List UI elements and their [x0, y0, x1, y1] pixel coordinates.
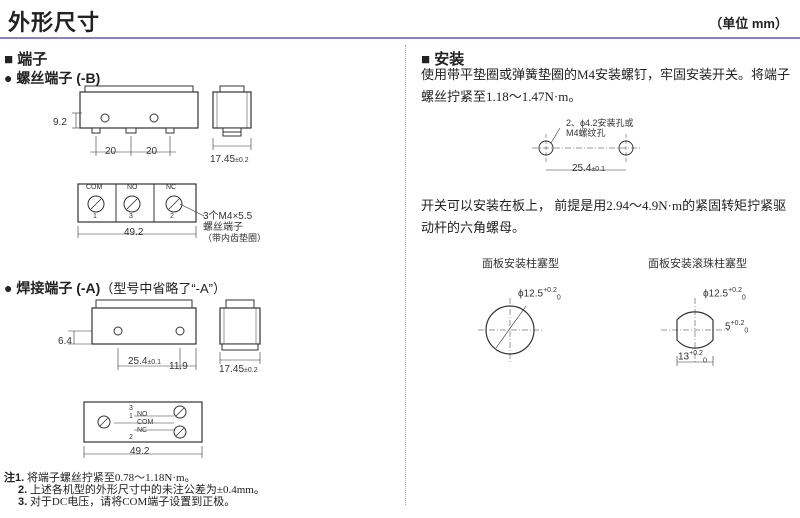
solder-width-dim: 49.2 — [130, 446, 150, 457]
solder-term-com: COM — [137, 419, 154, 426]
terminal-section-title: ■ 端子 — [4, 51, 48, 68]
panel1-title: 面板安装柱塞型 — [482, 258, 559, 270]
terminal-3-label: 3 — [129, 213, 133, 220]
terminal-1-label: 1 — [93, 213, 97, 220]
note-3: 3. 对于DC电压，请将COM端子设置到正极。 — [18, 496, 236, 508]
solder-pitch-dim: 25.4±0.1 — [128, 356, 162, 367]
screw-pitch1-dim: 20 — [105, 146, 117, 157]
hole-pitch-dim: 25.4±0.1 — [572, 163, 606, 174]
panel1-cutout-drawing — [478, 298, 542, 362]
install-section-title: ■ 安装 — [421, 51, 465, 68]
install-text: 使用带平垫圈或弹簧垫圈的M4安装螺钉，牢固安装开关。将端子 螺丝拧紧至1.18～… — [421, 67, 791, 104]
title-rule — [0, 37, 800, 39]
solder-front-drawing — [68, 299, 197, 370]
solder-height-dim: 6.4 — [58, 336, 72, 347]
screw-top-drawing — [77, 183, 197, 238]
solder-side-drawing — [219, 299, 261, 364]
screw-note-leader — [180, 203, 205, 217]
panel1-dia: ϕ12.5+0.20 — [518, 287, 561, 302]
hole-label: 2、ϕ4.2安装孔或 M4螺纹孔 — [566, 118, 634, 138]
solder-term-3: 3 — [129, 405, 133, 412]
panel2-flat: 5+0.20 — [725, 320, 749, 335]
solder-top-drawing — [83, 401, 203, 458]
screw-depth-dim: 17.45±0.2 — [210, 154, 249, 165]
screw-front-drawing — [72, 85, 199, 156]
terminal-2-label: 2 — [170, 213, 174, 220]
note-2: 2. 上述各机型的外形尺寸中的未注公差为±0.4mm。 — [18, 484, 265, 496]
screw-note: 3个M4×5.5 螺丝端子 （带内齿垫圈） — [203, 211, 267, 243]
terminal-no-label: NO — [127, 184, 138, 191]
notes-block: 注1. 将端子螺丝拧紧至0.78～1.18N·m。 2. 上述各机型的外形尺寸中… — [4, 472, 384, 508]
solder-terminal-title: ● 焊接端子 (-A)（型号中省略了“-A”） — [4, 280, 227, 296]
page-title: 外形尺寸 — [8, 10, 101, 35]
screw-pitch2-dim: 20 — [146, 146, 158, 157]
screw-side-drawing — [212, 85, 252, 150]
terminal-com-label: COM — [86, 184, 103, 191]
solder-depth-dim: 17.45±0.2 — [219, 364, 258, 375]
terminal-nc-label: NC — [166, 184, 177, 191]
column-divider — [405, 45, 407, 505]
solder-term-1: 1 — [129, 413, 133, 420]
panel2-dia: ϕ12.5+0.20 — [703, 287, 746, 302]
mounting-hole-drawing — [532, 127, 640, 171]
panel2-title: 面板安装滚珠柱塞型 — [648, 258, 747, 270]
solder-term-nc: NC — [137, 427, 148, 434]
unit-label: （单位 mm） — [709, 16, 788, 31]
screw-width-dim: 49.2 — [124, 227, 144, 238]
panel2-cutout-drawing — [661, 298, 729, 366]
solder-term-no: NO — [137, 411, 148, 418]
panel-mount-text: 开关可以安装在板上， 前提是用2.94～4.9N·m的紧固转矩拧紧驱 动杆的六角… — [421, 198, 787, 235]
screw-terminal-title: ● 螺丝端子 (-B) — [4, 70, 101, 86]
note-1: 注1. 将端子螺丝拧紧至0.78～1.18N·m。 — [4, 472, 196, 484]
panel2-width: 13+0.20 — [678, 350, 707, 365]
solder-offset-dim: 11.9 — [169, 361, 188, 372]
solder-term-2: 2 — [129, 434, 133, 441]
screw-height-dim: 9.2 — [53, 117, 67, 128]
